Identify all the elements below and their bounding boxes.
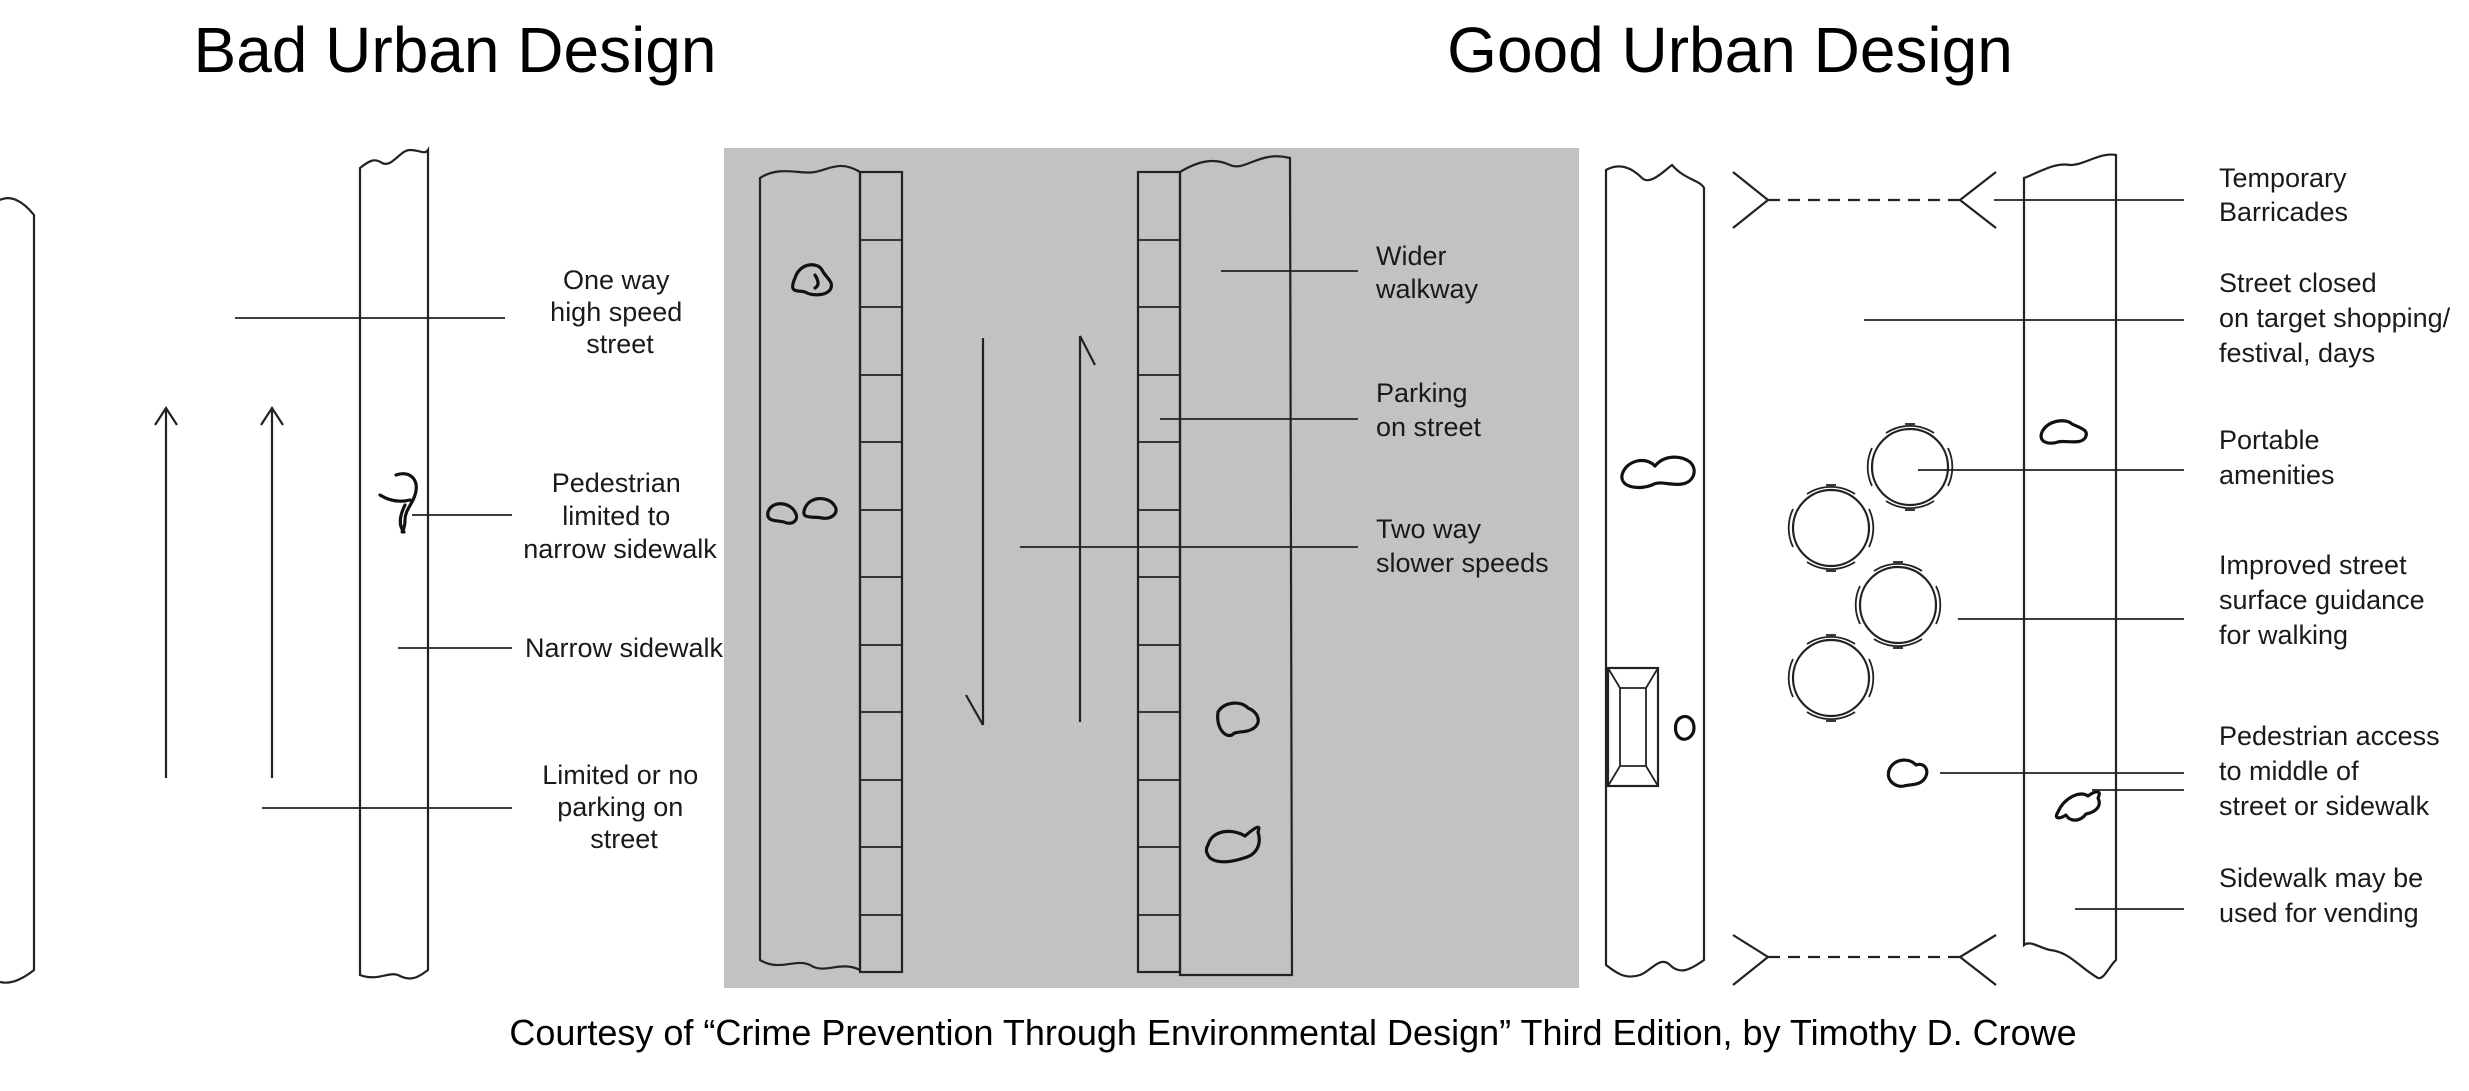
label-line: Improved street	[2219, 550, 2407, 580]
label-line: Pedestrian access	[2219, 721, 2440, 751]
pedestrian-icon	[2039, 419, 2088, 445]
label-line: parking on	[557, 792, 683, 822]
middle-panel: Wider walkway Parking on street Two way …	[724, 148, 1579, 988]
label-line: on street	[1376, 412, 1482, 442]
vending-cart-icon	[1606, 666, 1660, 788]
label-line: slower speeds	[1376, 548, 1549, 578]
label-street-closed: Street closed on target shopping/ festiv…	[2219, 268, 2458, 368]
label-line: to middle of	[2219, 756, 2359, 786]
label-one-way: One way high speed street	[550, 265, 690, 359]
label-line: limited to	[562, 501, 670, 531]
label-vending: Sidewalk may be used for vending	[2219, 863, 2431, 928]
sidewalk-right	[2022, 153, 2118, 980]
narrow-sidewalk-strip	[358, 146, 430, 980]
label-line: Sidewalk may be	[2219, 863, 2423, 893]
label-line: amenities	[2219, 460, 2335, 490]
pedestrian-icon	[2054, 790, 2101, 822]
label-line: Pedestrian	[552, 468, 681, 498]
bad-design-panel: One way high speed street Pedestrian lim…	[0, 146, 724, 984]
label-line: Narrow sidewalk	[525, 633, 724, 663]
label-line: Limited or no	[542, 760, 698, 790]
label-pedestrian-access: Pedestrian access to middle of street or…	[2219, 721, 2447, 821]
pedestrian-icon	[1673, 714, 1696, 741]
table-with-chairs-icon	[1854, 561, 1942, 649]
label-parking-on-street: Parking on street	[1376, 378, 1482, 442]
arrow-up-icon	[260, 405, 284, 778]
label-barricades: Temporary Barricades	[2219, 163, 2354, 227]
label-line: for walking	[2219, 620, 2348, 650]
label-line: One way	[563, 265, 670, 295]
label-line: Barricades	[2219, 197, 2348, 227]
label-line: surface guidance	[2219, 585, 2425, 615]
table-with-chairs-icon	[1866, 423, 1954, 511]
label-line: Temporary	[2219, 163, 2347, 193]
label-line: Wider	[1376, 241, 1447, 271]
label-line: Portable	[2219, 425, 2320, 455]
credit-line: Courtesy of “Crime Prevention Through En…	[509, 1012, 2076, 1053]
label-portable-amenities: Portable amenities	[2219, 425, 2335, 490]
table-with-chairs-icon	[1787, 634, 1875, 722]
good-design-panel: Temporary Barricades Street closed on ta…	[1604, 153, 2458, 986]
pedestrian-icon	[1204, 825, 1261, 864]
title-bad-urban-design: Bad Urban Design	[194, 14, 717, 86]
pedestrian-icon	[1886, 758, 1929, 788]
barricade-icon	[1732, 934, 1997, 986]
label-line: Street closed	[2219, 268, 2377, 298]
middle-panel-background	[724, 148, 1579, 988]
label-line: used for vending	[2219, 898, 2419, 928]
label-line: high speed	[550, 297, 682, 327]
pedestrian-icon	[378, 472, 418, 534]
barricade-icon	[1732, 171, 1997, 229]
label-line: street	[590, 824, 658, 854]
label-line: walkway	[1375, 274, 1479, 304]
table-with-chairs-icon	[1787, 484, 1875, 572]
label-two-way: Two way slower speeds	[1376, 514, 1549, 578]
label-line: street or sidewalk	[2219, 791, 2430, 821]
parking-strip-left	[858, 170, 904, 974]
label-line: Parking	[1376, 378, 1468, 408]
arrow-up-icon	[154, 405, 178, 778]
pedestrian-icon	[1216, 701, 1260, 738]
label-line: narrow sidewalk	[523, 534, 717, 564]
label-line: on target shopping/	[2219, 303, 2451, 333]
label-improved-surface: Improved street surface guidance for wal…	[2219, 550, 2432, 650]
label-limited-parking: Limited or no parking on street	[542, 760, 706, 854]
pedestrian-icon	[1620, 455, 1696, 490]
label-line: festival, days	[2219, 338, 2375, 368]
label-line: street	[586, 329, 654, 359]
label-pedestrian-limited: Pedestrian limited to narrow sidewalk	[523, 468, 717, 564]
wide-walkway-right	[1178, 155, 1294, 977]
sidewalk-left	[1604, 163, 1706, 978]
arrow-down-icon	[965, 338, 985, 726]
arrow-up-icon	[1078, 335, 1096, 722]
title-good-urban-design: Good Urban Design	[1447, 14, 2013, 86]
label-narrow-sidewalk: Narrow sidewalk	[525, 633, 724, 663]
pedestrian-icon	[766, 497, 838, 525]
label-wider-walkway: Wider walkway	[1375, 241, 1479, 304]
label-line: Two way	[1376, 514, 1482, 544]
left-building-edge	[0, 197, 36, 984]
pedestrian-icon	[791, 263, 834, 297]
